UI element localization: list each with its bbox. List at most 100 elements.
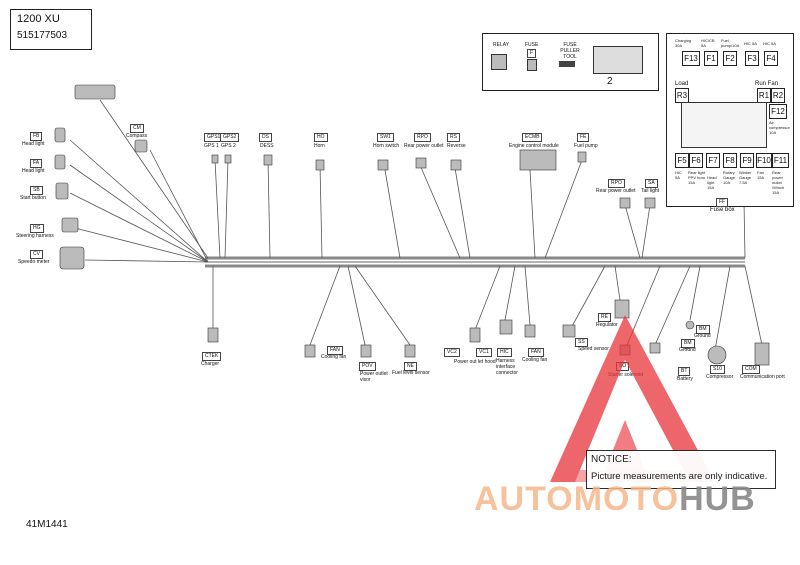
component-tail-light: Tail light (641, 188, 660, 194)
legend-fuse-tag: F (527, 49, 537, 58)
component-horn-switch: Horn switch (373, 143, 400, 149)
part-number: 515177503 (17, 30, 68, 41)
component-fuel-level-sensor: Fuel level sensor (392, 370, 430, 376)
component-tag-rs: RS (447, 133, 460, 142)
component-tag-sb: SB (30, 186, 43, 195)
component-power-outlet-visor: Power outlet visor (360, 371, 388, 383)
fuse-desc-f11: Rear power outlet /Winch 15A (772, 170, 785, 195)
component-power-out-let-hood: Power out let hood (454, 359, 496, 365)
component-tag-cv: CV (30, 250, 43, 259)
fuse-f1: F1 (704, 51, 718, 66)
component-rear-power-outlet-2: Rear power outlet (596, 188, 636, 194)
figure-id: 41M1441 (26, 519, 68, 530)
component-tag-sw1: SW1 (377, 133, 394, 142)
legend-fuse-puller-label: FUSE PULLER TOOL (560, 42, 580, 60)
watermark-part1: AUTOMOTO (474, 480, 680, 518)
fuse-f4: F4 (764, 51, 778, 66)
title-block: 1200 XU 515177503 (10, 9, 92, 50)
component-cooling-fan-2: Cooling fan (522, 357, 548, 363)
component-tag-ho: HO (314, 133, 328, 142)
load-label: Load (675, 81, 689, 87)
relay-r1: R1 (757, 88, 771, 103)
relay-r3: R3 (675, 88, 689, 103)
fuse-f3: F3 (745, 51, 759, 66)
component-charger: Charger (201, 361, 220, 367)
notice-text: Picture measurements are only indicative… (591, 471, 768, 482)
component-tag-com: COM (742, 365, 760, 374)
component-head-light-1: Head light (22, 141, 45, 147)
legend-box: RELAY FUSE FUSE PULLER TOOL F 2 (482, 33, 659, 91)
fuse-puller-icon (559, 61, 575, 67)
component-reverse: Reverse (447, 143, 466, 149)
component-speedo-meter: Speedo meter (18, 259, 50, 265)
component-tag-vc2: VC2 (444, 348, 460, 357)
fuse-box-panel: Charging 30A HIC/CB 5A Fuel pump/10A HIC… (666, 33, 794, 207)
watermark-part2: HUB (679, 480, 756, 518)
legend-fuse-label: FUSE (525, 42, 539, 48)
component-regulator: Regulator (596, 322, 618, 328)
component-dess: DESS (260, 143, 274, 149)
fuse-desc-f3: HIC 5A (744, 41, 757, 46)
component-gps-1: GPS 1 (204, 143, 219, 149)
relay-icon (491, 54, 507, 70)
fuse-desc-f6: Rear light PPV horn 15A (688, 170, 706, 185)
component-tag-fan-2: FAN (528, 348, 544, 357)
fuse-f8: F8 (723, 153, 737, 168)
component-rear-power-outlet: Rear power outlet (404, 143, 444, 149)
component-tag-ecmb: ECMB (522, 133, 543, 142)
fuse-icon (527, 59, 537, 71)
legend-number: 2 (607, 76, 613, 87)
component-tag-gps2: GPS2 (220, 133, 240, 142)
component-start-button: Start button (20, 195, 46, 201)
fuse-f2: F2 (723, 51, 737, 66)
component-ground-2: Ground (679, 347, 696, 353)
relay-r2: R2 (771, 88, 785, 103)
fuse-f13: F13 (682, 51, 700, 66)
run-fan-label: Run Fan (755, 81, 779, 87)
component-harness-interface-connector: Harness interface connector (496, 358, 518, 376)
component-tag-ne: NE (404, 362, 417, 371)
component-tag-ds: DS (259, 133, 272, 142)
component-speed-sensor: Speed sensor (578, 346, 609, 352)
fuse-f6: F6 (689, 153, 703, 168)
component-compass: Compass (126, 133, 148, 139)
component-tag-sa: SA (645, 179, 658, 188)
component-tag-hic: HIC (497, 348, 512, 357)
fuse-desc-f10: Fan 15A (757, 170, 765, 180)
component-head-light-2: Head light (22, 168, 45, 174)
fuse-f5: F5 (675, 153, 689, 168)
fuse-desc-f13: Charging 30A (675, 38, 692, 48)
component-cooling-fan: Cooling fan (321, 354, 347, 360)
component-tag-ctek: CTEK (202, 352, 222, 361)
component-tag-rpo: RPO (414, 133, 431, 142)
component-tag-rpo-2: RPO (608, 179, 625, 188)
fuse-box-title: Fuse box (710, 207, 735, 213)
component-fuel-pump: Fuel pump (574, 143, 598, 149)
notice-box: NOTICE: Picture measurements are only in… (586, 450, 776, 489)
component-horn: Horn (314, 143, 325, 149)
fuse-desc-f1: HIC/CB 5A (701, 38, 715, 48)
legend-relay-label: RELAY (493, 42, 510, 48)
fuse-f10: F10 (756, 153, 772, 168)
fuse-box-tag: FF (716, 198, 729, 207)
component-steering-harness: Steering harness (16, 233, 54, 239)
component-tag-fa: FA (30, 159, 43, 168)
component-tag-fe: FE (577, 133, 590, 142)
fuse-box-icon (593, 46, 643, 74)
fuse-desc-f12: Air compressor 10A (769, 120, 790, 135)
component-tag-so: SO (616, 362, 630, 371)
component-tag-vc1: VC1 (476, 348, 492, 357)
component-tag-fb: FB (30, 132, 43, 141)
fuse-f9: F9 (740, 153, 754, 168)
component-tag-re: RE (598, 313, 611, 322)
component-engine-control-module: Engine control module (509, 143, 559, 149)
component-starter-solenoid: Starter solenoid (608, 372, 644, 378)
watermark-text: AUTOMOTOHUB (474, 479, 756, 519)
fuse-desc-f7: Head light 15A (707, 175, 717, 190)
fuse-desc-f4: HIC 5A (763, 41, 776, 46)
component-ground-1: Ground (694, 333, 711, 339)
fuse-desc-f5: HIC 5A (675, 170, 682, 180)
component-communication-port: Communication port (740, 374, 785, 380)
notice-heading: NOTICE: (591, 454, 632, 465)
fuse-f11: F11 (772, 153, 789, 168)
